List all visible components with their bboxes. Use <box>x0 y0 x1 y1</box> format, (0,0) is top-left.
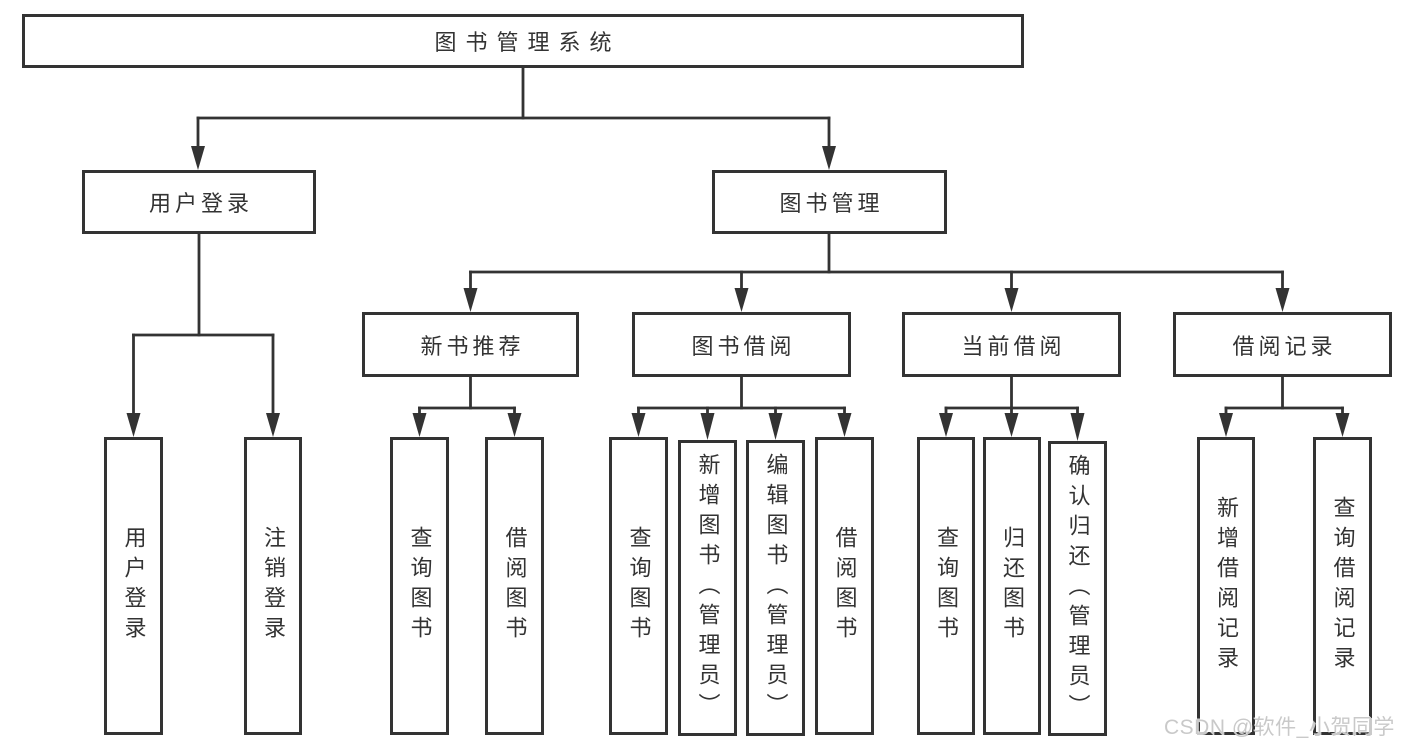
leaf-borrow-query-books: 查询图书 <box>609 437 668 735</box>
node-label: 归还图书 <box>1000 526 1025 646</box>
csdn-watermark: CSDN @软件_小贺同学 <box>1164 716 1395 739</box>
connector-borrow-children <box>631 375 852 440</box>
leaf-newbook-borrow-books: 借阅图书 <box>485 437 544 735</box>
leaf-records-query-borrow-record: 查询借阅记录 <box>1313 437 1372 735</box>
node-borrow-records: 借阅记录 <box>1173 312 1392 377</box>
node-label: 借阅图书 <box>832 526 858 646</box>
node-label: 借阅图书 <box>502 526 528 646</box>
leaf-user-login: 用户登录 <box>104 437 163 735</box>
node-current-borrow: 当前借阅 <box>902 312 1121 377</box>
node-root: 图书管理系统 <box>22 14 1024 68</box>
node-book-management: 图书管理 <box>712 170 947 234</box>
leaf-logout: 注销登录 <box>244 437 302 735</box>
leaf-records-add-borrow-record: 新增借阅记录 <box>1197 437 1255 735</box>
node-label: 图书管理系统 <box>434 30 621 55</box>
leaf-borrow-edit-books-admin: 编辑图书（管理员） <box>746 440 805 736</box>
node-label: 新增图书（管理员） <box>695 453 721 723</box>
node-label: 当前借阅 <box>961 333 1066 359</box>
node-label: 用户登录 <box>121 526 147 646</box>
node-user-login: 用户登录 <box>82 170 316 234</box>
node-label: 注销登录 <box>261 526 286 646</box>
leaf-current-return-books: 归还图书 <box>983 437 1041 735</box>
node-label: 查询图书 <box>407 526 433 646</box>
node-label: 编辑图书（管理员） <box>763 453 789 723</box>
node-label: 新书推荐 <box>420 333 525 359</box>
connector-user-login-children <box>126 232 280 437</box>
connector-book-mgmt-children <box>463 232 1290 312</box>
connector-records-children <box>1219 375 1350 437</box>
node-label: 图书管理 <box>779 191 884 216</box>
connector-current-children <box>939 375 1085 441</box>
node-label: 查询借阅记录 <box>1330 496 1356 676</box>
node-label: 查询图书 <box>934 526 959 646</box>
leaf-borrow-borrow-books: 借阅图书 <box>815 437 874 735</box>
node-book-borrow: 图书借阅 <box>632 312 851 377</box>
node-new-book-recommend: 新书推荐 <box>362 312 579 377</box>
connector-root-to-level2 <box>191 66 836 170</box>
leaf-current-confirm-return-admin: 确认归还（管理员） <box>1048 441 1107 736</box>
leaf-current-query-books: 查询图书 <box>917 437 975 735</box>
node-label: 用户登录 <box>148 191 253 216</box>
node-label: 查询图书 <box>626 526 652 646</box>
node-label: 新增借阅记录 <box>1214 496 1239 676</box>
node-label: 借阅记录 <box>1232 333 1337 359</box>
leaf-borrow-add-books-admin: 新增图书（管理员） <box>678 440 737 736</box>
node-label: 图书借阅 <box>691 333 796 359</box>
connector-newbook-children <box>412 375 522 437</box>
node-label: 确认归还（管理员） <box>1065 453 1091 724</box>
leaf-newbook-query-books: 查询图书 <box>390 437 449 735</box>
